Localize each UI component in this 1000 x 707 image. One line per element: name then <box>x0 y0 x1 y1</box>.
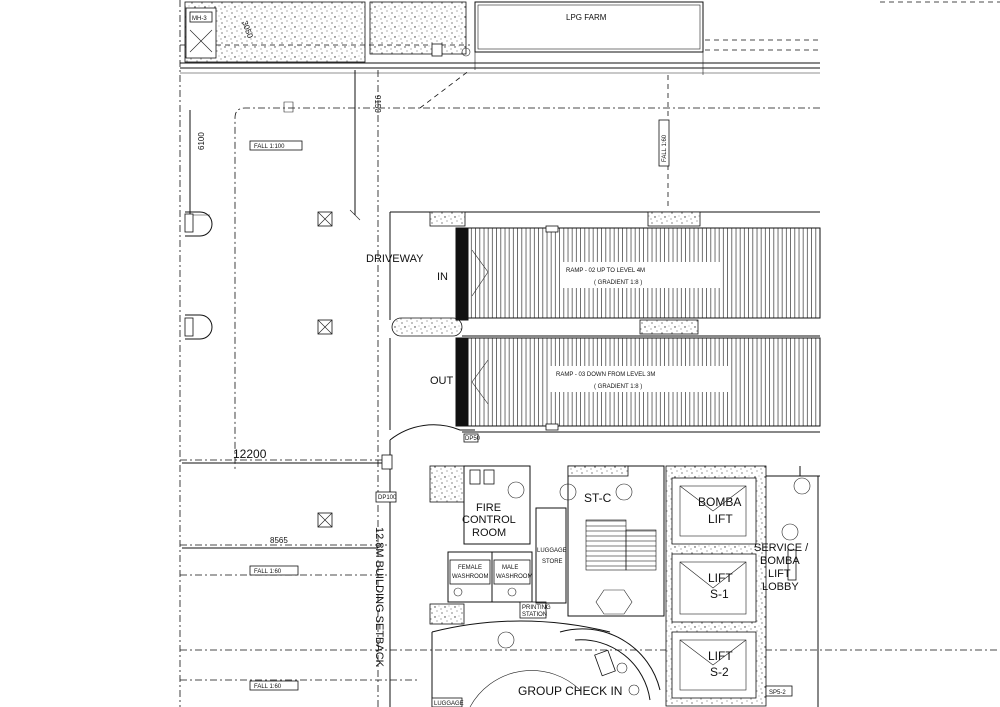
female-washroom-label-1: FEMALE <box>458 565 482 571</box>
building-edge: DP100 DRIVEWAY IN OUT 12.8M BUILDING SET… <box>366 211 820 707</box>
luggage-store-label-1: LUGGAGE <box>537 548 567 554</box>
downpipe-tag-1: DP50 <box>465 436 481 442</box>
manhole-tag <box>189 11 213 23</box>
ramp-up-label: RAMP - 02 UP TO LEVEL 4M <box>566 268 645 274</box>
luggage-tag: LUGGAGE <box>434 701 464 707</box>
dim-9150: 9150 <box>373 95 382 113</box>
luggage-store-label-2: STORE <box>542 559 563 565</box>
luggage-store: LUGGAGE STORE <box>535 507 567 604</box>
ramp-down-gradient: ( GRADIENT 1:8 ) <box>594 384 642 390</box>
fall-tag-1: FALL 1:100 <box>254 144 285 150</box>
stair-st-c: ST-C <box>567 465 665 617</box>
lobby-label-3: LIFT <box>768 568 791 580</box>
lobby-label-1: SERVICE / <box>754 542 809 554</box>
setback-label: 12.8M BUILDING SETBACK <box>373 527 385 668</box>
washrooms: FEMALE WASHROOM MALE WASHROOM PRINTING S… <box>429 551 551 625</box>
ramp-in-label: IN <box>437 271 448 283</box>
fire-control-label-3: ROOM <box>472 527 506 539</box>
lobby-label-4: LOBBY <box>762 581 799 593</box>
lobby-label-2: BOMBA <box>760 555 800 567</box>
dim-12200: 12200 <box>233 447 267 461</box>
meter-box <box>431 43 443 57</box>
top-site-strip: MH-3 3050 <box>180 1 1000 74</box>
fire-control-label-1: FIRE <box>476 502 501 514</box>
stair-label: ST-C <box>584 491 612 505</box>
ramp-out-label: OUT <box>430 375 454 387</box>
group-check-in: GROUP CHECK IN LUGGAGE <box>431 620 661 707</box>
bomba-lift-label-2: LIFT <box>708 512 733 526</box>
driveway-label: DRIVEWAY <box>366 253 424 265</box>
lift-core: BOMBA LIFT LIFT S-1 LIFT S-2 <box>665 465 767 707</box>
ramp-up-gradient: ( GRADIENT 1:8 ) <box>594 280 642 286</box>
fall-tags: FALL 1:100 FALL 1:60 FALL 1:60 FALL 1:60 <box>249 119 670 691</box>
ramp-divider <box>462 317 820 337</box>
fire-control-room: FIRE CONTROL ROOM <box>429 465 577 545</box>
sprinkler-tag: SP5-2 <box>769 690 786 696</box>
female-washroom-label-2: WASHROOM <box>452 574 488 580</box>
fire-control-label-2: CONTROL <box>462 514 516 526</box>
bomba-lift-label-1: BOMBA <box>698 495 741 509</box>
ramp-down: DP50 RAMP - 03 DOWN FROM LEVEL 3M ( GRAD… <box>455 337 821 443</box>
lift-lobby: SERVICE / BOMBA LIFT LOBBY SP5-2 <box>754 466 820 707</box>
printing-station-label-1: PRINTING <box>522 605 551 611</box>
ramp-down-label: RAMP - 03 DOWN FROM LEVEL 3M <box>556 372 655 378</box>
lift-s1-label-1: LIFT <box>708 571 733 585</box>
group-check-in-label: GROUP CHECK IN <box>518 684 622 698</box>
left-markers <box>184 101 294 340</box>
printing-station-label-2: STATION <box>522 612 547 618</box>
dim-8565: 8565 <box>270 536 288 545</box>
dim-6100: 6100 <box>197 132 206 150</box>
lpg-farm: LPG FARM <box>474 1 704 75</box>
male-washroom-label-1: MALE <box>502 565 518 571</box>
lpg-farm-label: LPG FARM <box>566 13 607 22</box>
fall-tag-2: FALL 1:60 <box>254 569 282 575</box>
lift-s2-label-1: LIFT <box>708 649 733 663</box>
fall-tag-3: FALL 1:60 <box>254 684 282 690</box>
column-markers <box>317 211 333 528</box>
male-washroom-label-2: WASHROOM <box>496 574 532 580</box>
downpipe-tag-2: DP100 <box>378 495 397 501</box>
lift-s2-label-2: S-2 <box>710 665 729 679</box>
ramp-up: RAMP - 02 UP TO LEVEL 4M ( GRADIENT 1:8 … <box>429 211 821 321</box>
fall-tag-vertical: FALL 1:60 <box>662 134 668 162</box>
manhole-label: MH-3 <box>192 16 207 22</box>
lift-s1-label-2: S-1 <box>710 587 729 601</box>
